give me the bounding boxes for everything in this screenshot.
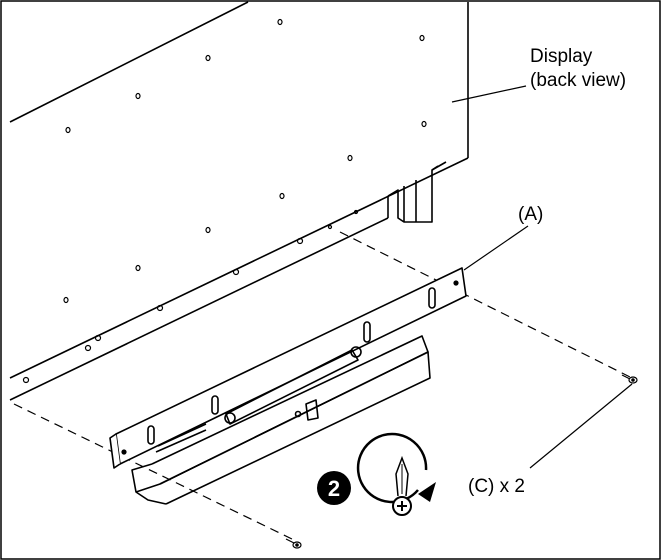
screw-c-right <box>621 374 638 384</box>
step-badge: 2 <box>317 471 351 505</box>
alignment-guides <box>13 231 633 541</box>
speaker-bar <box>131 335 431 505</box>
display-label-line2: (back view) <box>530 70 626 91</box>
display-mounting-holes <box>22 18 427 384</box>
bracket-a-label: (A) <box>518 204 543 225</box>
display-panel <box>9 1 469 401</box>
screwdriver-clockwise-icon <box>356 432 436 516</box>
leader-lines <box>451 85 633 469</box>
display-label-line1: Display <box>530 46 593 67</box>
step-number: 2 <box>328 476 340 501</box>
screws-c-label: (C) x 2 <box>468 476 525 497</box>
screw-c-bottom <box>285 538 302 549</box>
bracket-a <box>109 267 467 469</box>
